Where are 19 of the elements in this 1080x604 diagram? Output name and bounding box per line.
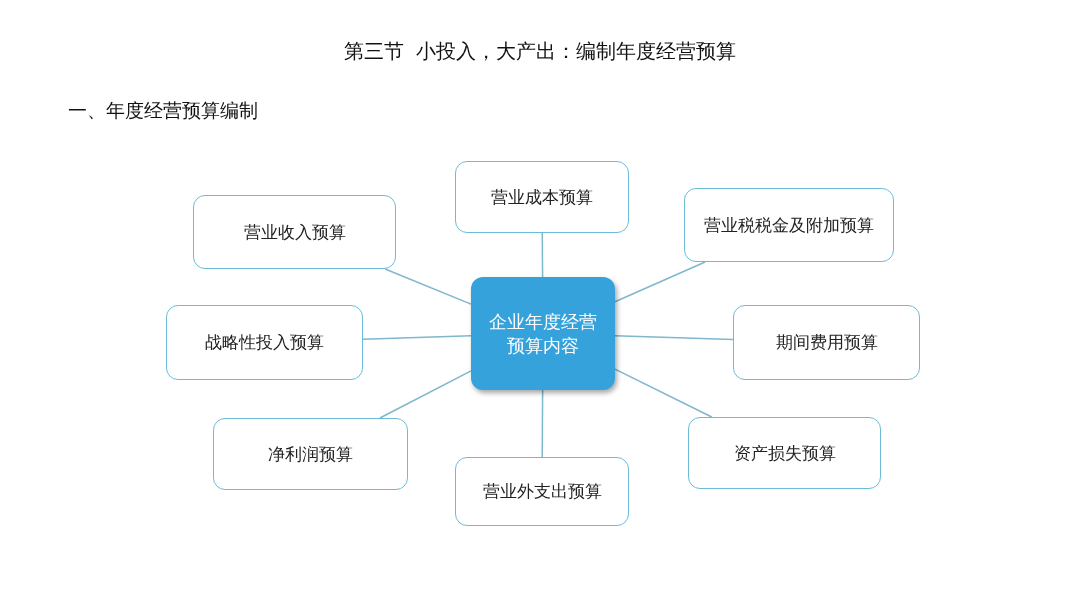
connector-line: [614, 368, 713, 418]
connector-line: [541, 232, 544, 278]
connector-line: [362, 335, 472, 341]
title: 第三节 小投入，大产出：编制年度经营预算: [342, 38, 738, 65]
budget-box: 净利润预算: [213, 418, 408, 490]
budget-box: 营业成本预算: [455, 161, 629, 233]
central-box: 企业年度经营预算内容: [471, 277, 615, 390]
connector-line: [384, 268, 472, 305]
section-heading: 一、年度经营预算编制: [68, 98, 258, 123]
budget-box: 资产损失预算: [688, 417, 881, 489]
connector-line: [614, 335, 734, 341]
budget-box: 营业税税金及附加预算: [684, 188, 894, 262]
connector-line: [541, 389, 544, 458]
budget-box: 营业外支出预算: [455, 457, 629, 526]
budget-box: 期间费用预算: [733, 305, 920, 380]
budget-box: 战略性投入预算: [166, 305, 363, 380]
connector-line: [614, 261, 706, 303]
budget-box: 营业收入预算: [193, 195, 396, 269]
connector-line: [379, 370, 472, 419]
